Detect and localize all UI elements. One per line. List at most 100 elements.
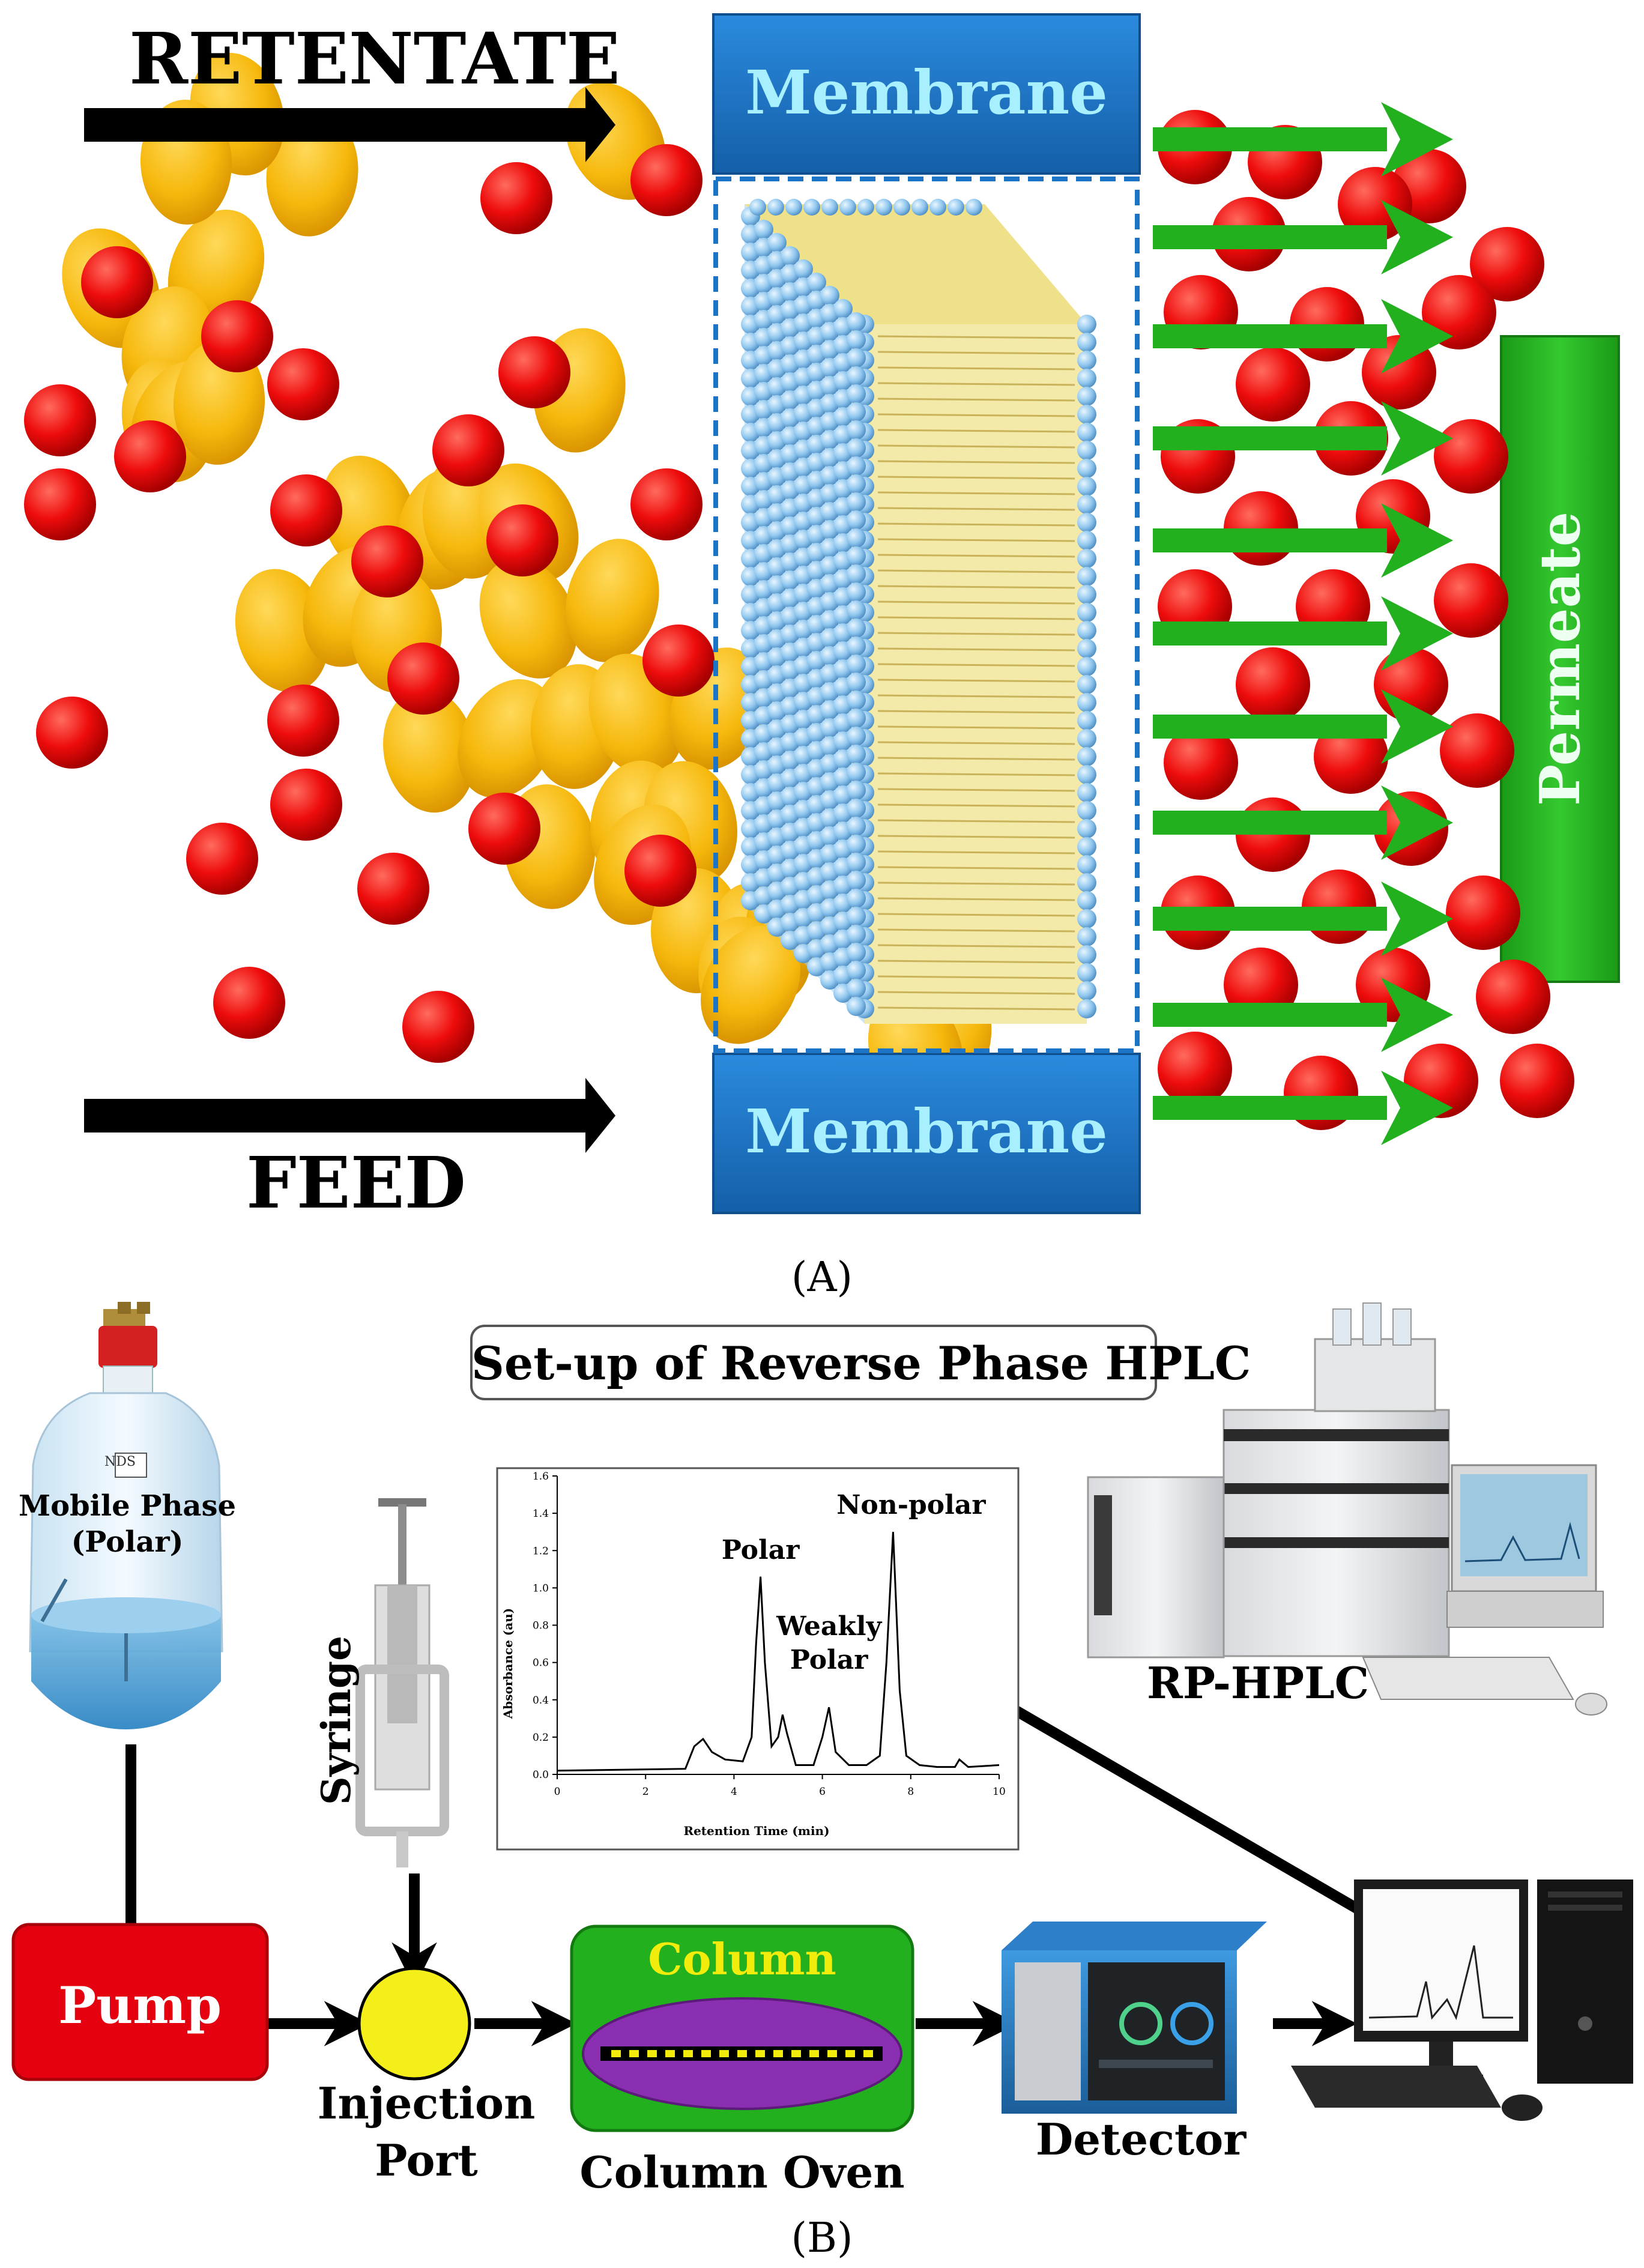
lipid-head [1077, 603, 1096, 622]
y-tick-label: 0.8 [533, 1620, 549, 1632]
lipid-head [847, 835, 866, 854]
red-particle [1470, 227, 1544, 301]
lipid-tail [877, 694, 1075, 698]
lipid-head [847, 871, 866, 890]
lipid-tail [877, 897, 1075, 901]
lipid-head [1077, 549, 1096, 568]
red-particle [213, 967, 285, 1039]
permeation-arrow-head [1381, 1071, 1453, 1145]
red-particle [186, 823, 258, 895]
x-tick-label: 6 [819, 1786, 826, 1798]
lipid-head [929, 199, 946, 216]
red-particle [36, 697, 108, 769]
lipid-head [847, 745, 866, 764]
lipid-head [1077, 675, 1096, 694]
lipid-tail [877, 866, 1075, 870]
lipid-head [847, 366, 866, 386]
red-particle [267, 685, 339, 757]
permeation-arrow-head [1381, 978, 1453, 1052]
lipid-tail [877, 554, 1075, 558]
lipid-head [847, 799, 866, 818]
lipid-head [1077, 405, 1096, 424]
red-particle [387, 643, 459, 715]
lipid-head [1077, 855, 1096, 874]
lipid-head [847, 564, 866, 584]
lipid-head [1077, 945, 1096, 964]
lipid-tail [877, 819, 1075, 823]
lipid-tail [877, 351, 1075, 355]
lipid-head [875, 199, 892, 216]
lipid-tail [877, 913, 1075, 917]
lipid-head [847, 997, 866, 1016]
lipid-head [847, 763, 866, 782]
packing-dot [665, 2050, 675, 2057]
lipid-head [1077, 927, 1096, 946]
permeation-arrow-shaft [1153, 127, 1387, 151]
lipid-head [1077, 891, 1096, 910]
lipid-tails [877, 335, 1075, 1011]
lipid-tail [877, 522, 1075, 527]
lipid-head [847, 655, 866, 674]
red-particle [270, 769, 342, 841]
lipid-head [847, 348, 866, 367]
lipid-head [947, 199, 964, 216]
lipid-tail [877, 741, 1075, 745]
red-particle [1434, 419, 1508, 494]
lipid-head [847, 889, 866, 908]
packing-dot [845, 2050, 855, 2057]
lipid-head [847, 330, 866, 349]
lipid-head [847, 582, 866, 602]
lipid-head [1077, 909, 1096, 928]
permeation-arrow-head [1381, 102, 1453, 177]
lipid-head [847, 979, 866, 998]
lipid-head [1077, 711, 1096, 730]
peak-label: Polar [721, 1534, 800, 1565]
lipid-head [1077, 441, 1096, 460]
lipid-head [847, 528, 866, 548]
permeation-arrow-shaft [1153, 528, 1387, 552]
lipid-head [857, 199, 874, 216]
lipid-tail [877, 616, 1075, 620]
red-particle [1236, 347, 1310, 422]
lipid-head [833, 299, 853, 318]
lipid-head [847, 907, 866, 926]
lipid-head [803, 199, 820, 216]
permeation-arrow-head [1381, 596, 1453, 671]
lipid-head [1077, 369, 1096, 388]
permeation-arrow-shaft [1153, 907, 1387, 931]
lipid-head [794, 259, 813, 279]
chromatogram-line [557, 1532, 1000, 1772]
packing-dot [701, 2050, 711, 2057]
permeation-arrow-head [1381, 200, 1453, 274]
computer [1291, 1879, 1633, 2121]
membrane-box-top [712, 13, 1141, 175]
red-particle [1440, 713, 1514, 788]
detector-label: Detector [1035, 2114, 1247, 2165]
rp-hplc-instrument [1087, 1302, 1607, 1716]
x-tick-label: 10 [993, 1786, 1006, 1798]
lipid-tail [877, 413, 1075, 417]
permeate-bar [1500, 335, 1620, 983]
permeation-arrows [1153, 102, 1453, 1145]
permeation-arrow-shaft [1153, 324, 1387, 348]
lipid-tail [877, 975, 1075, 979]
lipid-head [847, 546, 866, 566]
membrane-top-label: Membrane [745, 57, 1108, 128]
lipid-head [847, 853, 866, 872]
lipid-tail [877, 803, 1075, 808]
lipid-head [847, 943, 866, 962]
packing-dot [773, 2050, 783, 2057]
lipid-head [1077, 387, 1096, 406]
y-tick-label: 0.6 [533, 1657, 549, 1669]
bottle-label-line2: (Polar) [71, 1525, 184, 1559]
lipid-head [847, 961, 866, 980]
x-tick-label: 4 [731, 1786, 737, 1798]
permeation-arrow-shaft [1153, 715, 1387, 739]
lipid-tail [877, 850, 1075, 854]
lipid-head [1077, 315, 1096, 334]
lipid-tail [877, 1006, 1075, 1011]
lipid-head [1077, 819, 1096, 838]
chart-series [557, 1532, 1000, 1772]
lipid-head [847, 727, 866, 746]
